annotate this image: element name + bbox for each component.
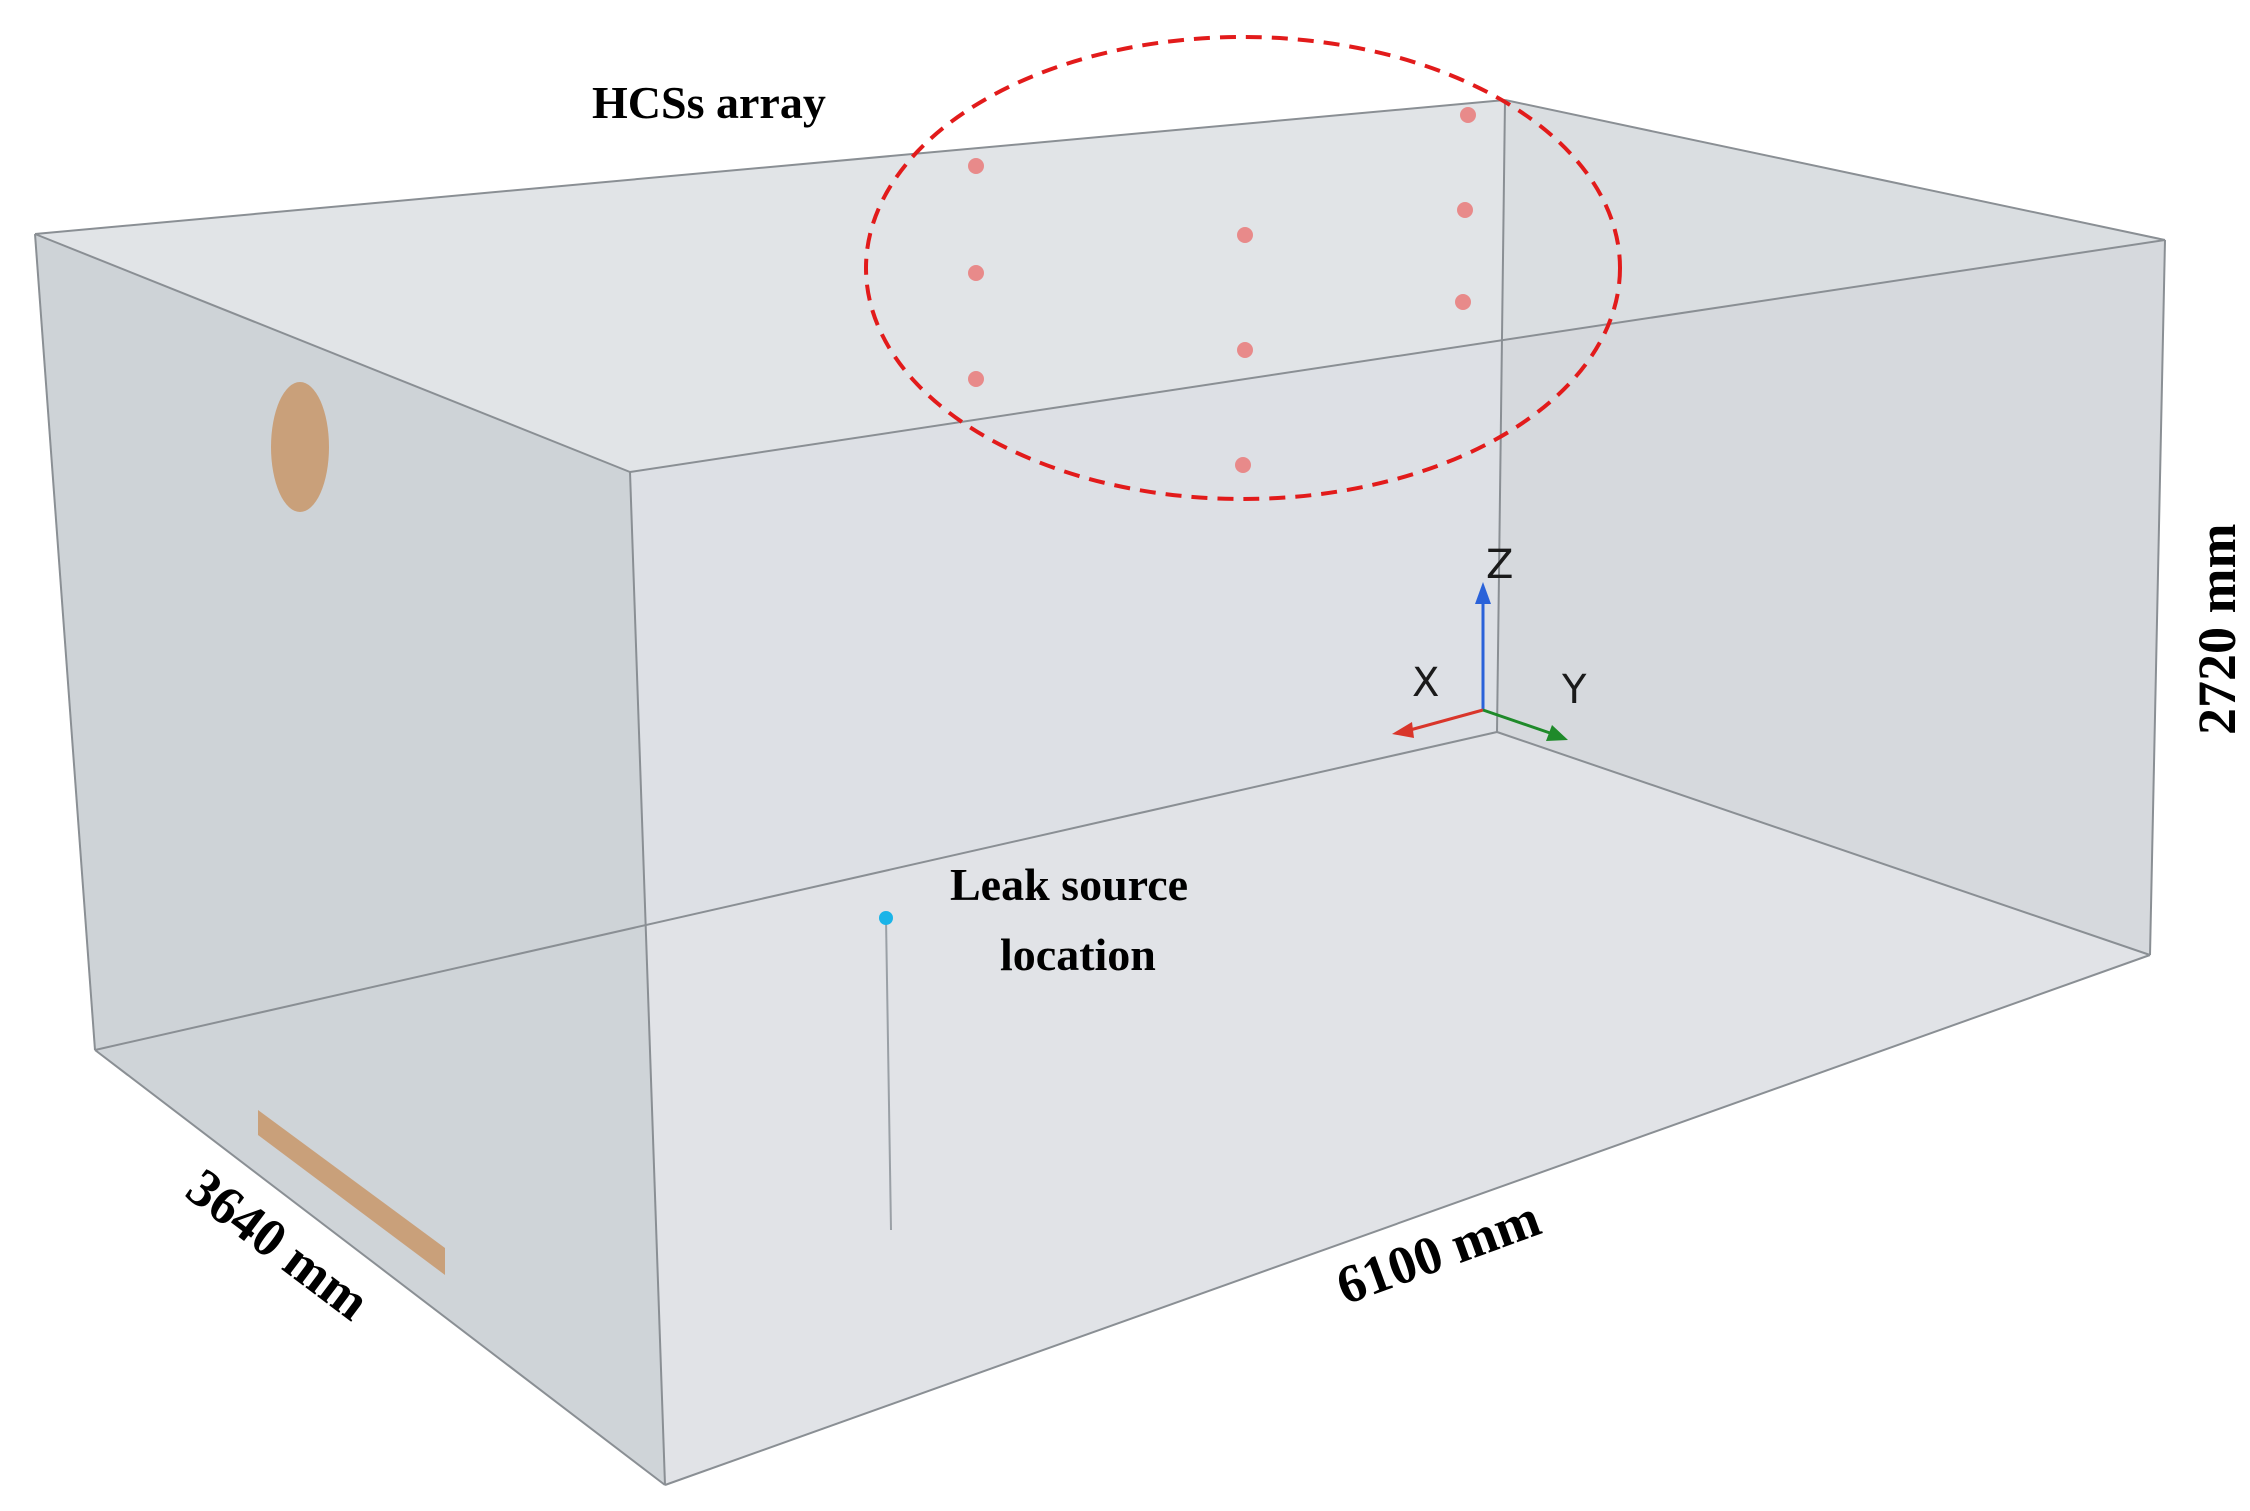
hcs-sensor bbox=[1235, 457, 1251, 473]
axis-x-arrow bbox=[1392, 722, 1414, 738]
axis-x-label: X bbox=[1412, 660, 1439, 706]
hcs-array bbox=[968, 107, 1476, 473]
axis-z-arrow bbox=[1475, 582, 1491, 604]
box-front-face bbox=[630, 240, 2165, 1485]
hcs-sensor bbox=[968, 371, 984, 387]
hcs-sensor bbox=[1455, 294, 1471, 310]
axis-y-arrow bbox=[1546, 725, 1568, 741]
box-top-face bbox=[35, 100, 2165, 472]
hcs-sensor bbox=[968, 158, 984, 174]
axis-x-line bbox=[1409, 708, 1484, 732]
box-left-face bbox=[35, 234, 665, 1485]
hcs-array-label: HCSs array bbox=[592, 77, 826, 128]
leak-source-label-line1: Leak source bbox=[950, 859, 1188, 910]
axis-triad: Z X Y bbox=[1392, 542, 1587, 741]
inlet-vent bbox=[271, 382, 329, 512]
leak-source-marker bbox=[879, 911, 893, 925]
hcs-sensor bbox=[1460, 107, 1476, 123]
height-dimension-label: 2720 mm bbox=[2187, 524, 2247, 735]
hcs-sensor bbox=[1237, 342, 1253, 358]
hcs-highlight-ellipse bbox=[864, 35, 1622, 501]
hcs-sensor bbox=[968, 265, 984, 281]
hcs-sensor bbox=[1237, 227, 1253, 243]
axis-z-label: Z bbox=[1486, 542, 1513, 588]
outlet-vent bbox=[258, 1110, 445, 1275]
box-edges bbox=[34, 99, 2166, 1486]
hcs-sensor bbox=[1457, 202, 1473, 218]
axis-y-line bbox=[1482, 708, 1551, 735]
leak-source-label-line2: location bbox=[1000, 929, 1156, 980]
leak-source-stem bbox=[885, 917, 892, 1231]
axis-y-label: Y bbox=[1561, 667, 1587, 713]
